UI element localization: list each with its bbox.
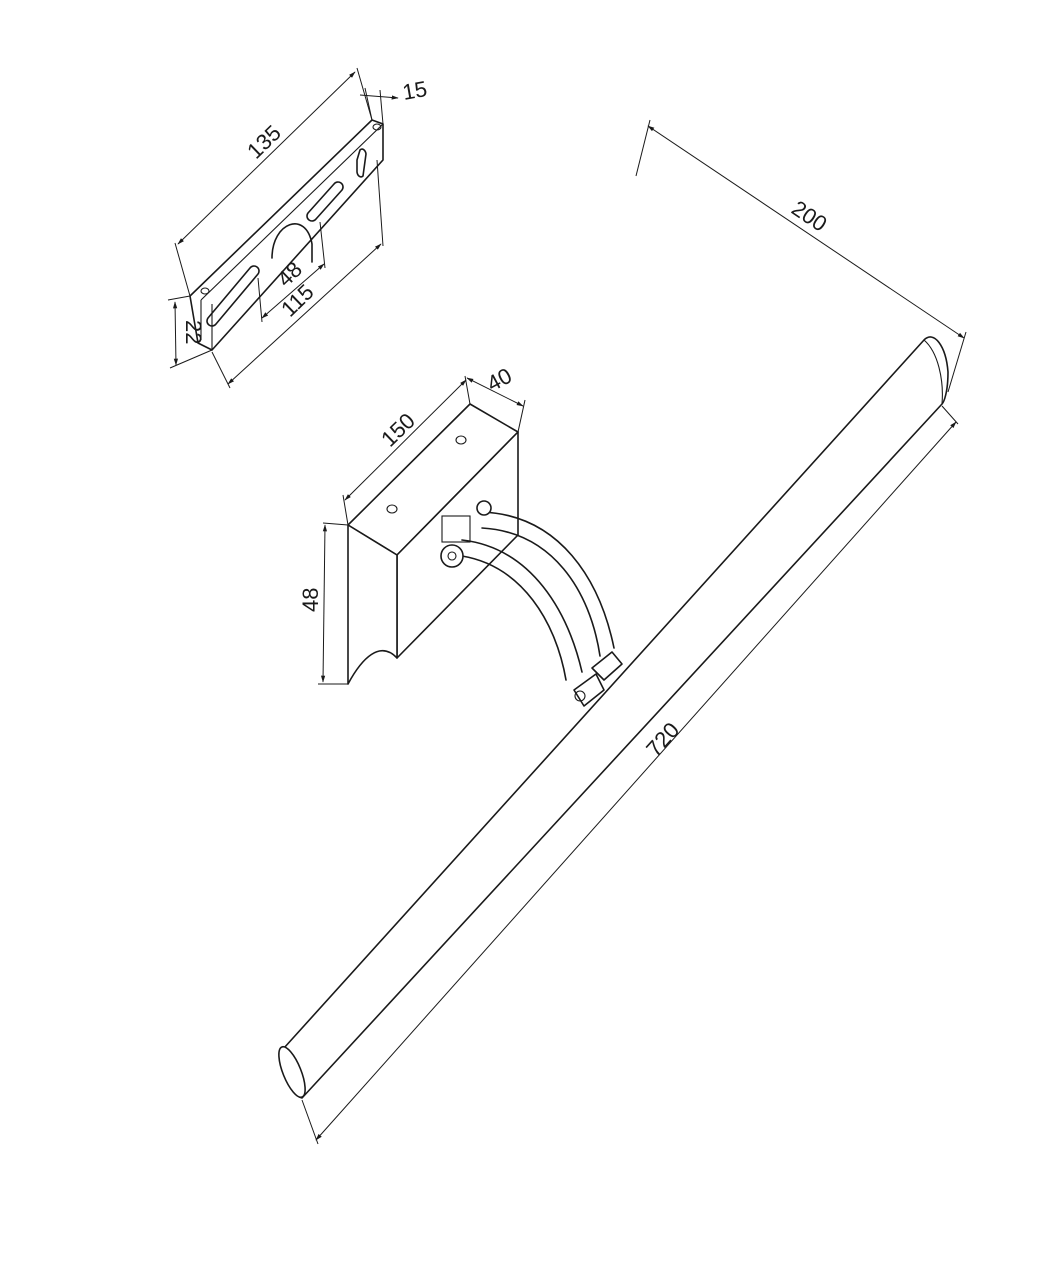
dim-plate-height: 22 <box>181 320 206 344</box>
hinge-joint <box>476 500 492 516</box>
mounting-slot <box>306 181 344 222</box>
dim-plate-length: 135 <box>242 120 286 163</box>
wall-base: 150 40 48 <box>298 363 526 685</box>
mounting-hole <box>200 287 210 295</box>
center-cutout <box>271 223 313 263</box>
mounting-slot <box>356 148 367 178</box>
mounting-slot <box>206 265 260 327</box>
mounting-plate: 135 15 115 48 22 <box>167 67 429 389</box>
bar-end-cap <box>278 1045 306 1099</box>
lamp-bar: 720 200 <box>278 119 967 1145</box>
hinge-joint <box>440 544 464 568</box>
dim-bar-projection: 200 <box>787 195 831 236</box>
dim-base-depth: 40 <box>483 363 516 397</box>
mounting-hole <box>372 123 382 131</box>
dim-base-length: 150 <box>376 408 420 451</box>
dim-plate-depth: 15 <box>401 76 429 105</box>
dim-base-height: 48 <box>298 588 323 612</box>
